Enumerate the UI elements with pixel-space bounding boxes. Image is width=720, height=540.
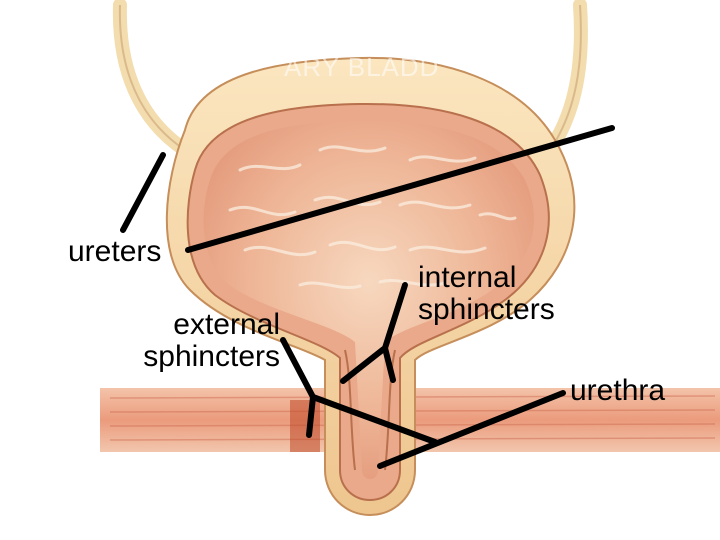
label-ureters: ureters [68, 236, 161, 268]
label-external-sphincters: external sphincters [116, 309, 280, 373]
label-external-line2: sphincters [116, 341, 280, 373]
label-ureters-text: ureters [68, 236, 161, 268]
leader-line-ureters-left [123, 155, 163, 230]
label-internal-line2: sphincters [418, 294, 555, 326]
label-internal-line1: internal [418, 262, 555, 294]
faded-title: ARY BLADD [284, 52, 439, 83]
label-external-line1: external [116, 309, 280, 341]
label-urethra: urethra [570, 375, 665, 407]
label-urethra-text: urethra [570, 375, 665, 407]
label-internal-sphincters: internal sphincters [418, 262, 555, 326]
leader-line-external-b [309, 397, 313, 435]
